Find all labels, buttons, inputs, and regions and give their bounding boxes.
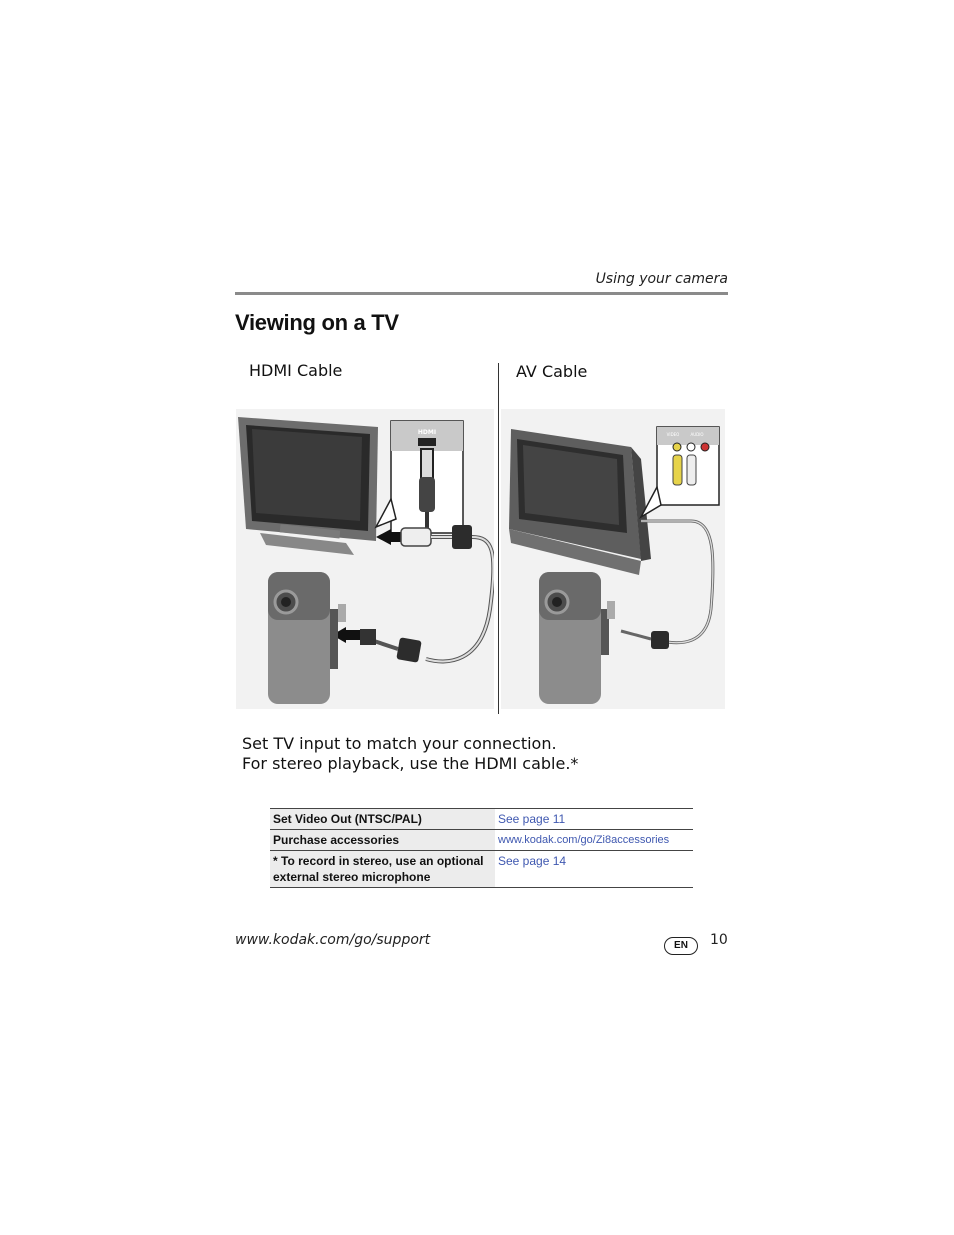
- page-number: 10: [710, 932, 728, 948]
- row-label: Set Video Out (NTSC/PAL): [270, 808, 495, 830]
- table-row: Set Video Out (NTSC/PAL) See page 11: [270, 808, 693, 830]
- panel-divider: [498, 363, 499, 714]
- row-label: * To record in stereo, use an optional e…: [270, 850, 495, 888]
- caption-line-1: Set TV input to match your connection.: [242, 734, 557, 753]
- see-page-link[interactable]: See page 11: [498, 812, 566, 826]
- av-port-label-video: VIDEO: [667, 432, 680, 437]
- av-cable-label: AV Cable: [516, 362, 588, 381]
- footer-support-link[interactable]: www.kodak.com/go/support: [235, 932, 431, 948]
- row-label: Purchase accessories: [270, 829, 495, 851]
- reference-table: Set Video Out (NTSC/PAL) See page 11 Pur…: [270, 808, 693, 888]
- av-connection-illustration: VIDEO AUDIO: [501, 409, 725, 709]
- hdmi-cable-label: HDMI Cable: [249, 361, 343, 380]
- see-page-link[interactable]: See page 14: [498, 854, 567, 868]
- table-row: * To record in stereo, use an optional e…: [270, 850, 693, 888]
- running-header: Using your camera: [595, 271, 728, 287]
- hdmi-port-label: HDMI: [418, 429, 436, 436]
- accessories-link[interactable]: www.kodak.com/go/Zi8accessories: [498, 834, 670, 846]
- caption-line-2: For stereo playback, use the HDMI cable.…: [242, 754, 579, 773]
- language-badge: EN: [664, 937, 698, 955]
- av-port-label-audio: AUDIO: [690, 432, 703, 437]
- header-rule: [235, 292, 728, 295]
- tv-input-caption: Set TV input to match your connection. F…: [242, 734, 578, 774]
- page-title: Viewing on a TV: [235, 310, 399, 335]
- hdmi-connection-illustration: HDMI: [236, 409, 494, 709]
- table-row: Purchase accessories www.kodak.com/go/Zi…: [270, 829, 693, 851]
